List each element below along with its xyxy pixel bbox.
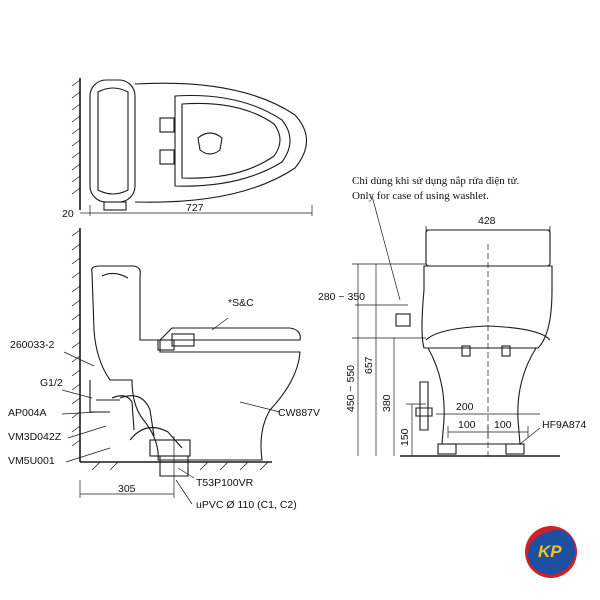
note-english: Only for case of using washlet. — [352, 190, 489, 202]
front-width: 428 — [478, 215, 496, 227]
front-height-150: 150 — [399, 428, 411, 446]
top-length: 727 — [186, 202, 204, 214]
label-rough-in: 305 — [118, 483, 136, 495]
label-seat-cover: *S&C — [228, 297, 254, 309]
front-spacing-100-right: 100 — [494, 419, 512, 431]
front-spacing-200: 200 — [456, 401, 474, 413]
side-view — [61, 228, 301, 505]
front-seat-height: 450 ~ 550 — [345, 364, 357, 412]
front-total-height: 657 — [363, 356, 375, 374]
label-part-4: VM3D042Z — [8, 431, 62, 443]
label-part-1: 260033-2 — [10, 339, 55, 351]
front-spacing-100-left: 100 — [458, 419, 476, 431]
top-wall-gap: 20 — [62, 208, 74, 220]
label-body: CW887V — [278, 407, 321, 419]
front-bolt-part: HF9A874 — [542, 419, 587, 431]
front-outlet-height: 280 ~ 350 — [318, 291, 366, 303]
front-view — [352, 195, 560, 460]
logo — [525, 526, 577, 578]
label-part-5: VM5U001 — [8, 455, 55, 467]
note-vietnamese: Chỉ dùng khi sử dụng nắp rửa điện tử. — [352, 175, 520, 187]
top-view — [71, 78, 313, 216]
logo-text: KP — [538, 542, 562, 561]
front-height-380: 380 — [381, 394, 393, 412]
label-pipe: uPVC Ø 110 (C1, C2) — [196, 499, 297, 511]
label-part-2: G1/2 — [40, 377, 63, 389]
label-flange: T53P100VR — [196, 477, 254, 489]
label-part-3: AP004A — [8, 407, 47, 419]
